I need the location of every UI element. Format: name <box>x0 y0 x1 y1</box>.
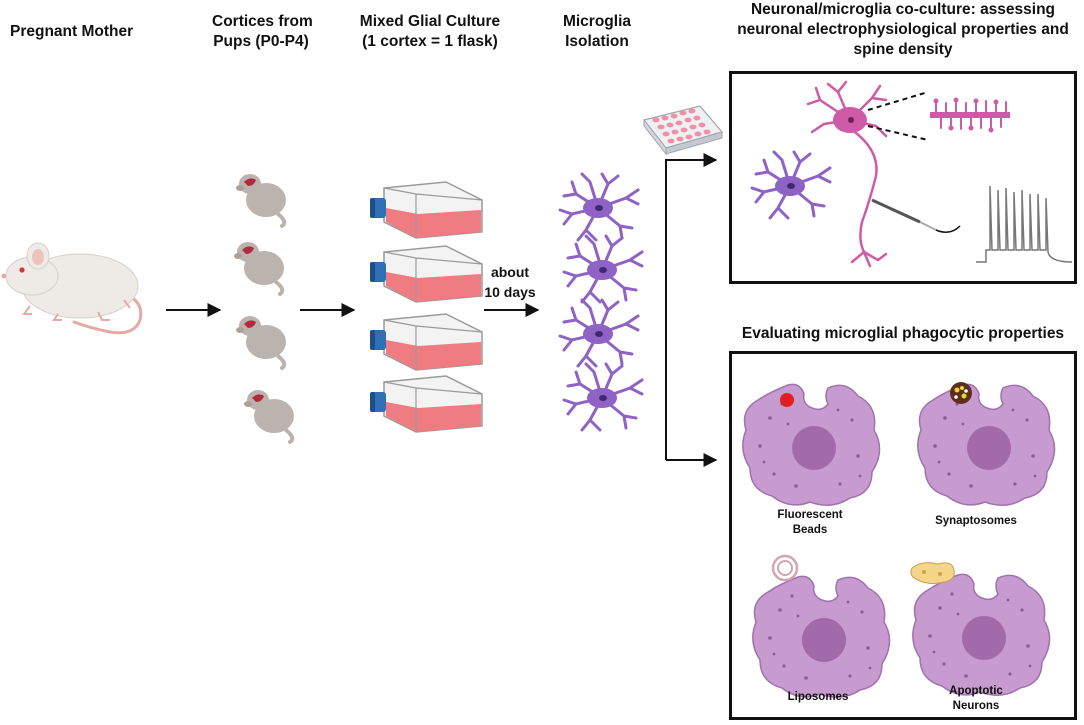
step-label-cortices: Cortices from Pups (P0-P4) <box>212 12 313 52</box>
cell-label-synaptosomes-line1: Synaptosomes <box>935 515 1017 527</box>
action-potential-trace <box>976 185 1073 263</box>
microglia-column <box>558 172 644 432</box>
cell-label-beads-line2: Beads <box>792 524 828 536</box>
cell-label-synaptosomes: Synaptosomes <box>926 514 1026 529</box>
cell-label-liposomes: Liposomes <box>768 690 868 705</box>
cell-label-liposomes-line1: Liposomes <box>787 691 849 703</box>
coculture-panel <box>729 71 1077 284</box>
duration-line1: about <box>490 264 530 280</box>
flasks-illustration <box>369 181 483 433</box>
pups-illustration <box>232 172 296 444</box>
patch-pipette <box>871 198 961 233</box>
phago-cell-beads <box>742 383 881 506</box>
phago-cell-apoptotic-neurons <box>910 562 1051 696</box>
cell-label-apoptotic-line2: Neurons <box>952 700 1000 712</box>
coculture-illustration <box>750 80 1073 268</box>
cortices-line1: Cortices from <box>212 13 313 30</box>
workflow-arrows <box>166 153 718 467</box>
glial-line1: Mixed Glial Culture <box>359 13 501 30</box>
phago-cell-synaptosomes <box>917 382 1056 506</box>
glial-line2: (1 cortex = 1 flask) <box>362 33 498 50</box>
coculture-title-line3: spine density <box>853 41 953 58</box>
duration-line2: 10 days <box>484 284 536 300</box>
cell-label-apoptotic: Apoptotic Neurons <box>926 684 1026 714</box>
phago-cell-liposomes <box>752 554 891 698</box>
cell-label-apoptotic-line1: Apoptotic <box>949 685 1003 697</box>
coculture-title-line1: Neuronal/microglia co-culture: assessing <box>750 1 1056 18</box>
coculture-title-line2: neuronal electrophysiological properties… <box>737 21 1069 38</box>
step-label-mother: Pregnant Mother <box>10 23 134 40</box>
step-label-isolation: Microglia Isolation <box>552 12 642 52</box>
dendrite-spines <box>930 97 1010 133</box>
cell-label-beads-line1: Fluorescent <box>777 509 843 521</box>
duration-label: about 10 days <box>480 262 540 302</box>
step-label-glial-culture: Mixed Glial Culture (1 cortex = 1 flask) <box>355 12 505 52</box>
coculture-title: Neuronal/microglia co-culture: assessing… <box>722 0 1084 60</box>
cell-label-beads: Fluorescent Beads <box>760 508 860 538</box>
phagocytosis-title: Evaluating microglial phagocytic propert… <box>741 325 1065 342</box>
cortices-line2: Pups (P0-P4) <box>213 33 309 50</box>
well-plate-illustration <box>642 105 724 156</box>
arrow-to-coculture <box>665 153 718 460</box>
isolation-line2: Isolation <box>565 33 629 50</box>
mouse-illustration <box>1 242 143 335</box>
isolation-line1: Microglia <box>562 13 632 30</box>
